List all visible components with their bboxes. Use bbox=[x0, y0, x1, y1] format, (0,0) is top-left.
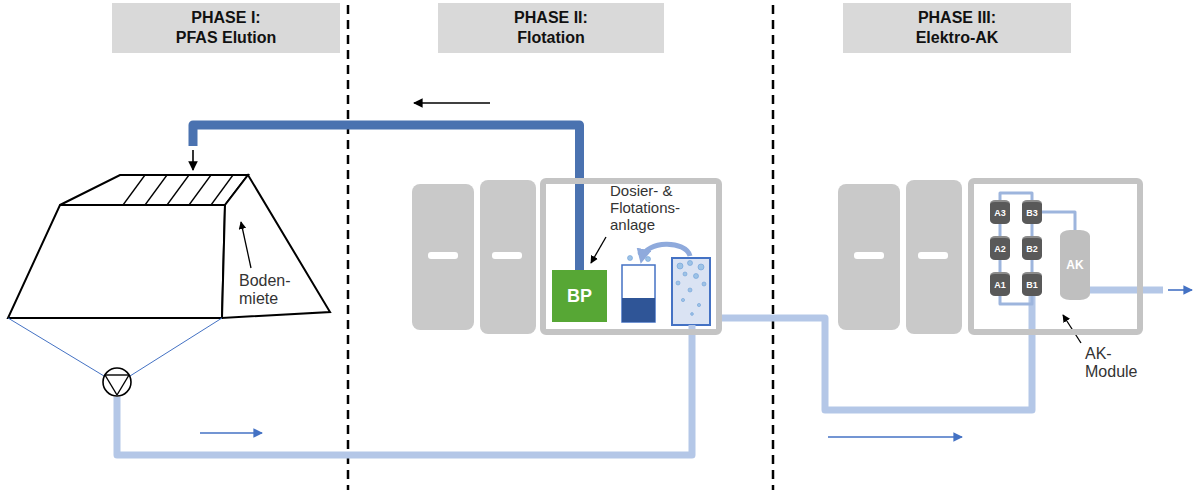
carbon-module: B2 bbox=[1022, 236, 1042, 260]
node-label: AK bbox=[1066, 258, 1083, 272]
carbon-container: AK- ModuleA1A2A3B1B2B3AK bbox=[968, 178, 1143, 335]
manifold-pipe bbox=[1000, 296, 1032, 304]
outlet-pipe bbox=[1090, 287, 1163, 294]
phase-title: PHASE I: bbox=[191, 8, 260, 28]
phase-title: PFAS Elution bbox=[176, 28, 276, 48]
manifold-pipe bbox=[1031, 260, 1034, 272]
node-label: A2 bbox=[994, 244, 1006, 254]
manifold-pipe bbox=[1042, 212, 1075, 230]
manifold-pipe bbox=[1000, 193, 1032, 200]
water-pipe bbox=[722, 296, 1032, 410]
tank-liquid bbox=[622, 298, 655, 322]
carbon-filter: AK bbox=[1060, 230, 1090, 300]
node-label: A3 bbox=[994, 208, 1006, 218]
phase-divider bbox=[772, 5, 775, 490]
transfer-arrow bbox=[642, 244, 690, 258]
container-doors bbox=[412, 180, 962, 334]
water-pipe bbox=[117, 335, 692, 455]
carbon-module: A2 bbox=[990, 236, 1010, 260]
phase-header: PHASE I:PFAS Elution bbox=[112, 3, 340, 53]
phase-title: Flotation bbox=[517, 28, 585, 48]
node-label: BP bbox=[567, 286, 592, 307]
flow-arrow bbox=[414, 102, 490, 104]
carbon-module: A3 bbox=[990, 200, 1010, 224]
manifold-pipe bbox=[999, 260, 1002, 272]
phase-header: PHASE II:Flotation bbox=[438, 3, 664, 53]
carbon-module: B3 bbox=[1022, 200, 1042, 224]
phase-title: PHASE III: bbox=[918, 8, 996, 28]
node-label: B1 bbox=[1026, 280, 1038, 290]
phase-title: PHASE II: bbox=[514, 8, 588, 28]
flotation-container: Dosier- & Flotations- anlageBP bbox=[540, 178, 722, 335]
pump-box: BP bbox=[552, 270, 607, 322]
manifold-pipe bbox=[999, 224, 1002, 236]
leader-arrow bbox=[591, 237, 606, 263]
node-label: B2 bbox=[1026, 244, 1038, 254]
phase-title: Elektro-AK bbox=[916, 28, 999, 48]
soil-pile: Boden- miete bbox=[5, 172, 335, 397]
flow-arrow bbox=[1168, 289, 1192, 291]
leader-arrow bbox=[1063, 315, 1081, 343]
phase-divider bbox=[347, 5, 350, 490]
node-label: AK- Module bbox=[1085, 345, 1149, 381]
flow-arrow bbox=[828, 436, 962, 438]
manifold-pipe bbox=[1031, 224, 1034, 236]
node-label: Dosier- & Flotations- anlage bbox=[610, 182, 702, 233]
bubbles bbox=[628, 251, 707, 315]
carbon-module: B1 bbox=[1022, 272, 1042, 296]
carbon-module: A1 bbox=[990, 272, 1010, 296]
flotation-tank bbox=[622, 265, 655, 322]
flow-arrow bbox=[192, 150, 194, 170]
phase-header: PHASE III:Elektro-AK bbox=[843, 3, 1071, 53]
flotation-tank bbox=[672, 258, 710, 325]
flow-arrow bbox=[200, 432, 262, 434]
node-label: Boden- miete bbox=[239, 272, 297, 308]
node-label: A1 bbox=[994, 280, 1006, 290]
node-label: B3 bbox=[1026, 208, 1038, 218]
